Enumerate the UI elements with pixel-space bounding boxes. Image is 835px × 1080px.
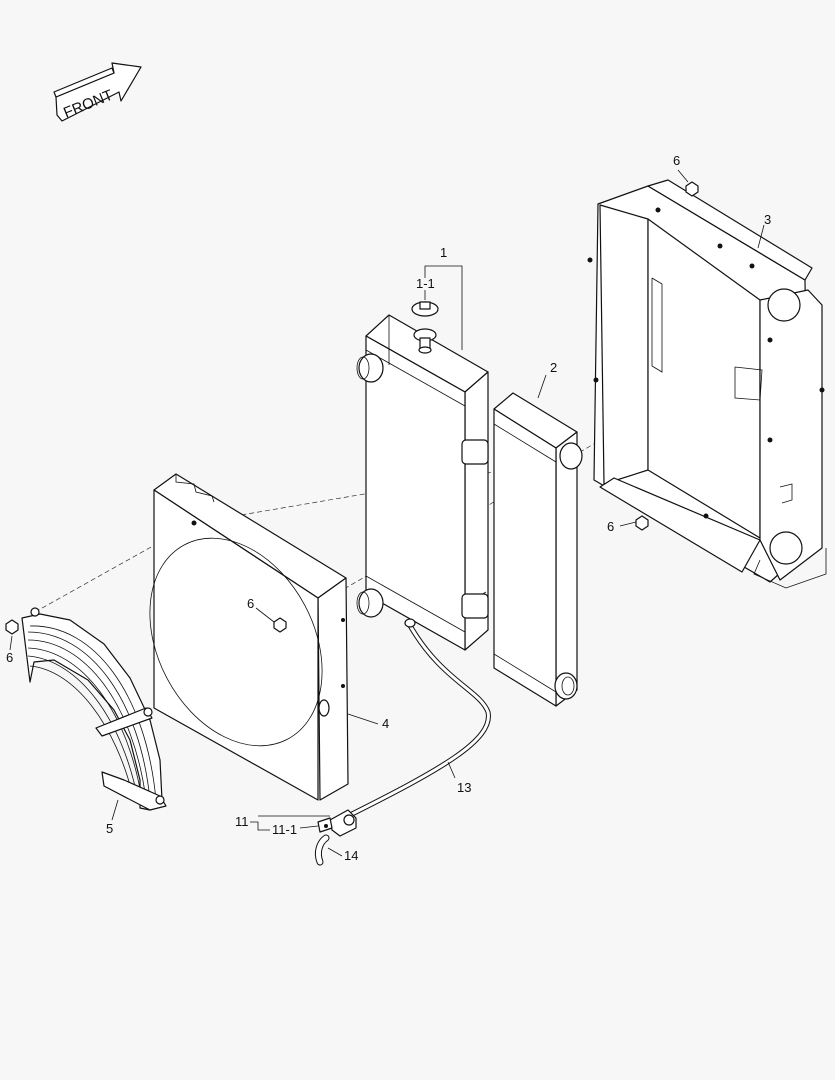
drain-hose	[345, 618, 491, 819]
callout-1-1: 1-1	[416, 276, 435, 291]
callout-5: 5	[106, 821, 113, 836]
callout-2: 2	[550, 360, 557, 375]
leader-lines	[9, 169, 765, 857]
callout-1: 1	[440, 245, 447, 260]
callout-labels: 1 1-1 2 3 4 5 6 6 6 6 11 11-1 13 14	[6, 153, 771, 863]
radiator-cap	[411, 301, 439, 354]
drain-hose-end	[314, 834, 330, 866]
callout-6-shroud: 6	[247, 596, 254, 611]
callout-6-frame: 6	[607, 519, 614, 534]
oil-cooler	[493, 392, 583, 707]
mounting-frame	[587, 179, 827, 589]
callout-14: 14	[344, 848, 358, 863]
callout-3: 3	[764, 212, 771, 227]
callout-11-1: 11-1	[272, 822, 297, 837]
bolt-guard	[5, 619, 19, 635]
callout-6-top: 6	[673, 153, 680, 168]
callout-4: 4	[382, 716, 389, 731]
bolt-shroud	[273, 617, 287, 633]
callout-13: 13	[457, 780, 471, 795]
bolt-top	[685, 181, 699, 197]
fan-shroud	[149, 473, 349, 801]
fan-guard	[21, 607, 167, 811]
bolt-frame-bottom	[635, 515, 649, 531]
drain-cock	[317, 809, 357, 837]
callout-11: 11	[235, 814, 249, 829]
radiator	[356, 314, 489, 651]
front-arrow-icon: FRONT	[53, 62, 142, 122]
callout-6-guard: 6	[6, 650, 13, 665]
